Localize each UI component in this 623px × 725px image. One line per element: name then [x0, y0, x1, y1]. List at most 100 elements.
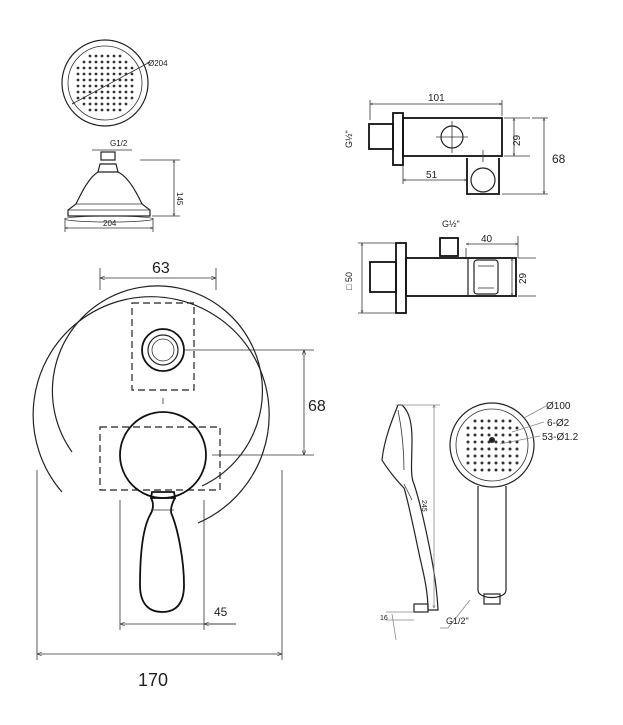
nozzle-dot [100, 102, 104, 106]
nozzle-dot [480, 461, 484, 465]
nozzle-dot [480, 426, 484, 430]
nozzle-dot [494, 447, 498, 451]
hand-shower-view: 245 16 G1/2" Ø100 6-Ø2 53-Ø1.2 [380, 401, 579, 641]
nozzle-dot [515, 447, 519, 451]
hand-shower-nozzles [466, 419, 519, 472]
nozzle-dot [88, 54, 92, 58]
nozzle-dot [94, 102, 98, 106]
nozzle-dot [88, 102, 92, 106]
nozzle-dot [76, 90, 80, 94]
nozzle-dot [112, 72, 116, 76]
nozzle-dot [82, 84, 86, 88]
hand-shower-thread-label: G1/2" [446, 616, 469, 626]
nozzle-dot [508, 426, 512, 430]
hand-shower-diameter-label: Ø100 [546, 401, 571, 412]
nozzle-dot [515, 426, 519, 430]
nozzle-dot [100, 66, 104, 70]
nozzle-dot [118, 84, 122, 88]
nozzle-dot [473, 454, 477, 458]
nozzle-dot [112, 102, 116, 106]
nozzle-dot [466, 461, 470, 465]
nozzle-dot [501, 419, 505, 423]
nozzle-dot [106, 108, 110, 112]
nozzle-dot [473, 447, 477, 451]
outlet-side-flange-label: □ 50 [344, 272, 354, 290]
nozzle-dot [130, 84, 134, 88]
head-shower-height-label: 145 [175, 192, 184, 206]
nozzle-dot [124, 90, 128, 94]
nozzle-dot [100, 90, 104, 94]
nozzle-dot [473, 426, 477, 430]
mixer-spacing-label: 68 [308, 398, 326, 415]
nozzle-dot [515, 433, 519, 437]
nozzle-dot [466, 454, 470, 458]
nozzle-dot [106, 78, 110, 82]
nozzle-dot [501, 461, 505, 465]
head-shower-view: Ø204 G1/2 145 204 [61, 39, 184, 232]
nozzle-dot [94, 96, 98, 100]
nozzle-dot [501, 426, 505, 430]
head-shower-thread-label: G1/2 [110, 139, 128, 148]
nozzle-dot [508, 419, 512, 423]
nozzle-dot [76, 66, 80, 70]
mixer-plate-width-label: 170 [138, 670, 168, 690]
outlet-top-total-height-label: 68 [552, 152, 566, 166]
nozzle-dot [494, 454, 498, 458]
nozzle-dot [515, 461, 519, 465]
outlet-top-height-label: 29 [512, 134, 523, 146]
nozzle-dot [118, 90, 122, 94]
nozzle-dot [466, 433, 470, 437]
head-shower-face [61, 39, 150, 127]
nozzle-dot [112, 54, 116, 58]
nozzle-dot [487, 468, 491, 472]
mixer-view: 63 68 45 170 [32, 260, 326, 690]
nozzle-dot [130, 66, 134, 70]
nozzle-dot [88, 108, 92, 112]
nozzle-dot [106, 66, 110, 70]
nozzle-dot [76, 96, 80, 100]
outlet-top-spacing-label: 51 [426, 170, 438, 181]
nozzle-dot [112, 84, 116, 88]
nozzle-dot [100, 72, 104, 76]
nozzle-dot [487, 419, 491, 423]
nozzle-dot [480, 419, 484, 423]
nozzle-dot [501, 468, 505, 472]
head-shower-diameter-label: Ø204 [148, 59, 168, 68]
nozzle-dot [124, 96, 128, 100]
nozzle-dot [88, 66, 92, 70]
nozzle-dot [508, 454, 512, 458]
nozzle-dot [466, 440, 470, 444]
nozzle-dot [501, 447, 505, 451]
nozzle-dot [94, 84, 98, 88]
hand-shower-holes-b-label: 53-Ø1.2 [542, 432, 579, 443]
nozzle-dot [82, 90, 86, 94]
nozzle-dot [473, 468, 477, 472]
nozzle-dot [515, 454, 519, 458]
nozzle-dot [88, 72, 92, 76]
head-shower-side: G1/2 145 204 [64, 139, 184, 232]
nozzle-dot [82, 60, 86, 64]
nozzle-dot [100, 60, 104, 64]
nozzle-dot [130, 72, 134, 76]
outlet-side-length-label: 40 [481, 234, 493, 245]
nozzle-dot [494, 461, 498, 465]
nozzle-dot [112, 60, 116, 64]
nozzle-dot [106, 90, 110, 94]
nozzle-dot [118, 60, 122, 64]
nozzle-dot [100, 96, 104, 100]
nozzle-dot [480, 454, 484, 458]
nozzle-dot [487, 447, 491, 451]
hand-shower-small-dim-label: 16 [380, 615, 388, 622]
head-shower-width-label: 204 [103, 219, 117, 228]
nozzle-dot [508, 461, 512, 465]
nozzle-dot [88, 84, 92, 88]
nozzle-dot [82, 72, 86, 76]
nozzle-dot [88, 96, 92, 100]
nozzle-dot [494, 468, 498, 472]
nozzle-dot [88, 60, 92, 64]
nozzle-dot [100, 78, 104, 82]
nozzle-dot [106, 54, 110, 58]
outlet-side-thread-label: G½" [442, 219, 460, 229]
nozzle-dot [494, 433, 498, 437]
